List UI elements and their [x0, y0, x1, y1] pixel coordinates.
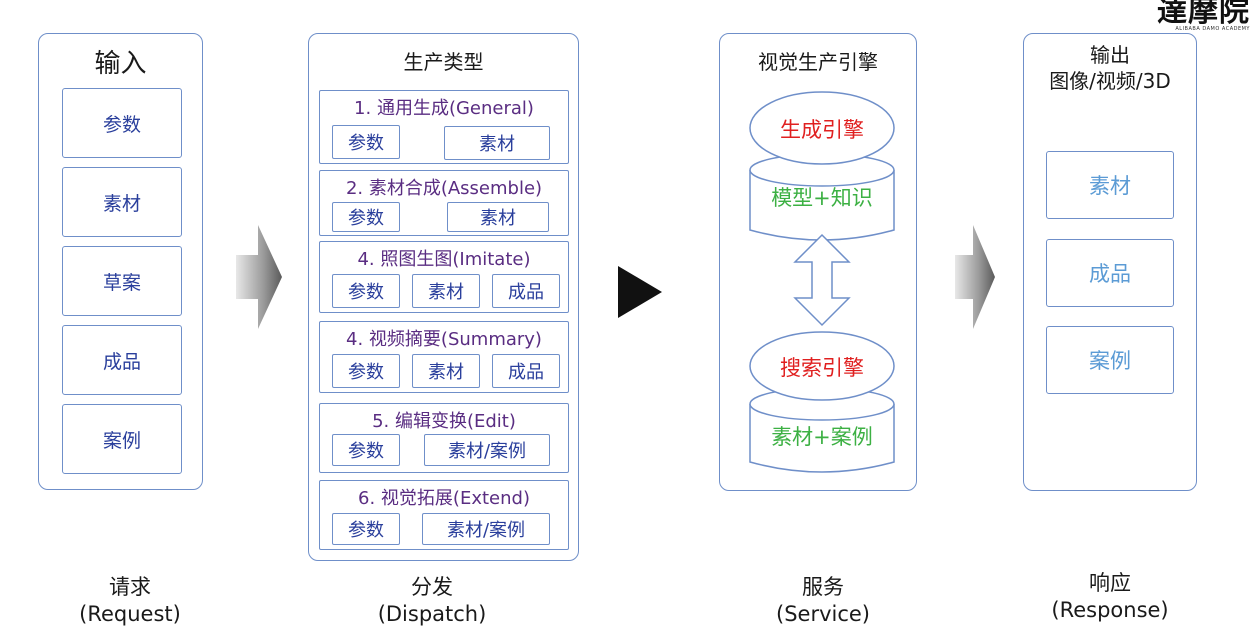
- logo-subtitle: ALIBABA DAMO ACADEMY: [1175, 26, 1250, 32]
- search-engine-label: 搜索引擎: [780, 356, 864, 380]
- caption-request: 请求 (Request): [60, 574, 200, 628]
- dispatch-title: 生产类型: [403, 50, 484, 74]
- service-panel: 视觉生产引擎 生成引擎 模型+知识 搜索引擎 素材+案例: [719, 33, 917, 491]
- caption-service: 服务 (Service): [753, 574, 893, 628]
- chip-material[interactable]: 素材: [444, 126, 550, 160]
- chip-params[interactable]: 参数: [332, 274, 400, 308]
- chip-material[interactable]: 素材: [412, 354, 480, 388]
- input-panel: 输入 参数 素材 草案 成品 案例: [38, 33, 203, 490]
- model-knowledge-label: 模型+知识: [771, 186, 873, 210]
- chip-params[interactable]: 参数: [332, 354, 400, 388]
- chip-material[interactable]: 素材: [412, 274, 480, 308]
- row-label: 5. 编辑变换(Edit): [372, 411, 516, 432]
- output-item-material[interactable]: 素材: [1046, 151, 1174, 219]
- logo-title: 達摩院: [1157, 0, 1250, 29]
- chip-params[interactable]: 参数: [332, 202, 400, 232]
- caption-dispatch-cn: 分发: [411, 575, 453, 599]
- dispatch-panel: 生产类型 1. 通用生成(General) 参数 素材 2. 素材合成(Asse…: [308, 33, 579, 561]
- row-label: 4. 照图生图(Imitate): [357, 249, 531, 270]
- dispatch-row-imitate[interactable]: 4. 照图生图(Imitate) 参数 素材 成品: [319, 241, 569, 313]
- chip-material-case[interactable]: 素材/案例: [424, 434, 550, 466]
- chip-material-case[interactable]: 素材/案例: [422, 513, 550, 545]
- input-item-params[interactable]: 参数: [62, 88, 182, 158]
- caption-response-en: (Response): [1051, 598, 1169, 622]
- caption-dispatch-en: (Dispatch): [377, 602, 487, 626]
- chip-product[interactable]: 成品: [492, 354, 560, 388]
- row-label: 1. 通用生成(General): [354, 98, 534, 119]
- chip-product[interactable]: 成品: [492, 274, 560, 308]
- dispatch-row-edit[interactable]: 5. 编辑变换(Edit) 参数 素材/案例: [319, 403, 569, 473]
- service-title: 视觉生产引擎: [758, 50, 878, 74]
- caption-response-cn: 响应: [1089, 571, 1131, 595]
- dispatch-row-general[interactable]: 1. 通用生成(General) 参数 素材: [319, 90, 569, 164]
- double-arrow-icon: [793, 233, 851, 327]
- generation-engine-graphic: [749, 91, 895, 241]
- material-case-label: 素材+案例: [771, 425, 873, 449]
- generation-engine-label: 生成引擎: [780, 118, 864, 142]
- input-title: 输入: [94, 49, 147, 79]
- dispatch-row-summary[interactable]: 4. 视频摘要(Summary) 参数 素材 成品: [319, 321, 569, 393]
- output-title-line1: 输出: [1090, 43, 1130, 67]
- chip-material[interactable]: 素材: [447, 202, 549, 232]
- row-label: 2. 素材合成(Assemble): [345, 178, 543, 199]
- damo-logo: 達摩院 ALIBABA DAMO ACADEMY: [1157, 0, 1250, 32]
- chip-params[interactable]: 参数: [332, 434, 400, 466]
- play-arrow-icon: [618, 266, 662, 318]
- caption-request-cn: 请求: [109, 575, 151, 599]
- caption-response: 响应 (Response): [1030, 570, 1190, 624]
- arrow-right-icon: [955, 225, 995, 329]
- row-label: 4. 视频摘要(Summary): [346, 329, 542, 350]
- output-title: 输出 图像/视频/3D: [1024, 42, 1196, 94]
- arrow-right-icon: [236, 225, 282, 329]
- output-title-line2: 图像/视频/3D: [1049, 69, 1171, 93]
- caption-request-en: (Request): [79, 602, 181, 626]
- chip-params[interactable]: 参数: [332, 513, 400, 545]
- row-label: 6. 视觉拓展(Extend): [358, 488, 530, 509]
- caption-dispatch: 分发 (Dispatch): [362, 574, 502, 628]
- output-item-case[interactable]: 案例: [1046, 326, 1174, 394]
- search-engine-graphic: [749, 331, 895, 473]
- caption-service-en: (Service): [776, 602, 870, 626]
- caption-service-cn: 服务: [802, 575, 844, 599]
- chip-params[interactable]: 参数: [332, 125, 400, 159]
- dispatch-row-assemble[interactable]: 2. 素材合成(Assemble) 参数 素材: [319, 170, 569, 236]
- input-item-case[interactable]: 案例: [62, 404, 182, 474]
- input-item-draft[interactable]: 草案: [62, 246, 182, 316]
- dispatch-row-extend[interactable]: 6. 视觉拓展(Extend) 参数 素材/案例: [319, 480, 569, 550]
- output-item-product[interactable]: 成品: [1046, 239, 1174, 307]
- input-item-material[interactable]: 素材: [62, 167, 182, 237]
- output-panel: 输出 图像/视频/3D 素材 成品 案例: [1023, 33, 1197, 491]
- input-item-product[interactable]: 成品: [62, 325, 182, 395]
